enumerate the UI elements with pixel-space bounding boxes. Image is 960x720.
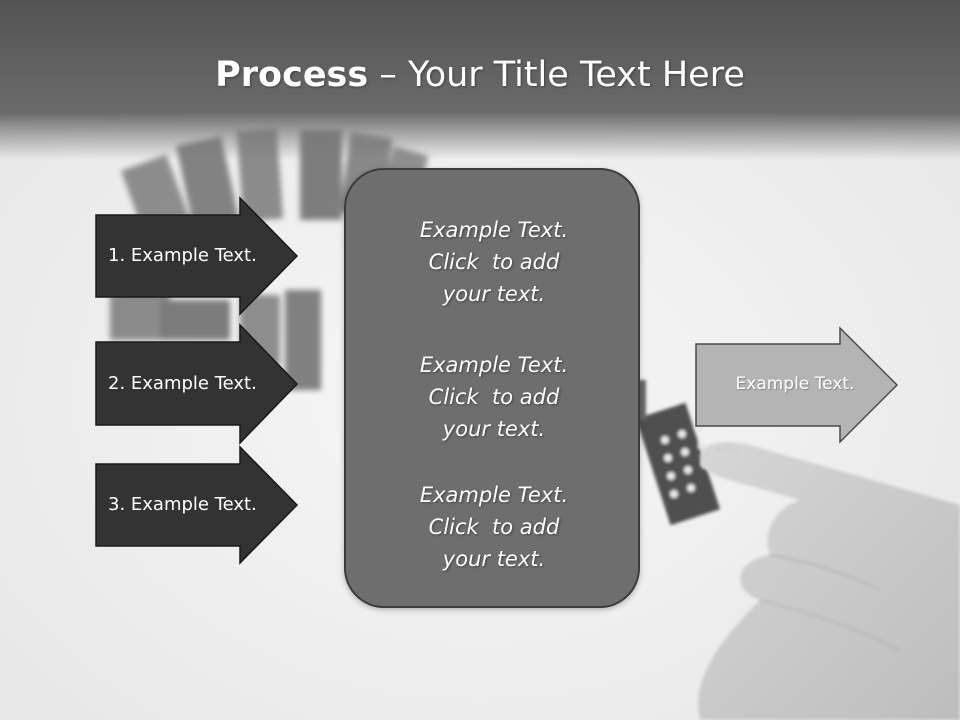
title-rest: – Your Title Text Here [368, 55, 745, 95]
center-block-1-line-2: Click to add [428, 250, 560, 274]
center-block-2-line-1: Example Text. [419, 353, 569, 377]
center-block-1: Example Text. Click to add your text. [346, 214, 642, 310]
center-block-1-line-3: your text. [442, 282, 546, 306]
center-text-box[interactable]: Example Text. Click to add your text. Ex… [344, 168, 640, 608]
step-arrow-1[interactable] [95, 196, 299, 316]
center-block-2-line-3: your text. [442, 417, 546, 441]
step-arrow-2[interactable] [95, 323, 299, 445]
center-block-2: Example Text. Click to add your text. [346, 349, 642, 445]
title-bold: Process [215, 55, 369, 95]
slide-title: Process – Your Title Text Here [0, 52, 960, 98]
step-label-1: 1. Example Text. [108, 245, 257, 266]
step-label-3: 3. Example Text. [108, 494, 257, 515]
center-block-1-line-1: Example Text. [419, 218, 569, 242]
center-block-3-line-1: Example Text. [419, 483, 569, 507]
title-bar [0, 0, 960, 160]
center-block-2-line-2: Click to add [428, 385, 560, 409]
center-block-3-line-3: your text. [442, 547, 546, 571]
output-arrow[interactable] [695, 326, 899, 444]
step-arrow-3[interactable] [95, 445, 299, 565]
center-block-3-line-2: Click to add [428, 515, 560, 539]
center-block-3: Example Text. Click to add your text. [346, 479, 642, 575]
step-label-2: 2. Example Text. [108, 373, 257, 394]
output-label: Example Text. [735, 374, 855, 394]
